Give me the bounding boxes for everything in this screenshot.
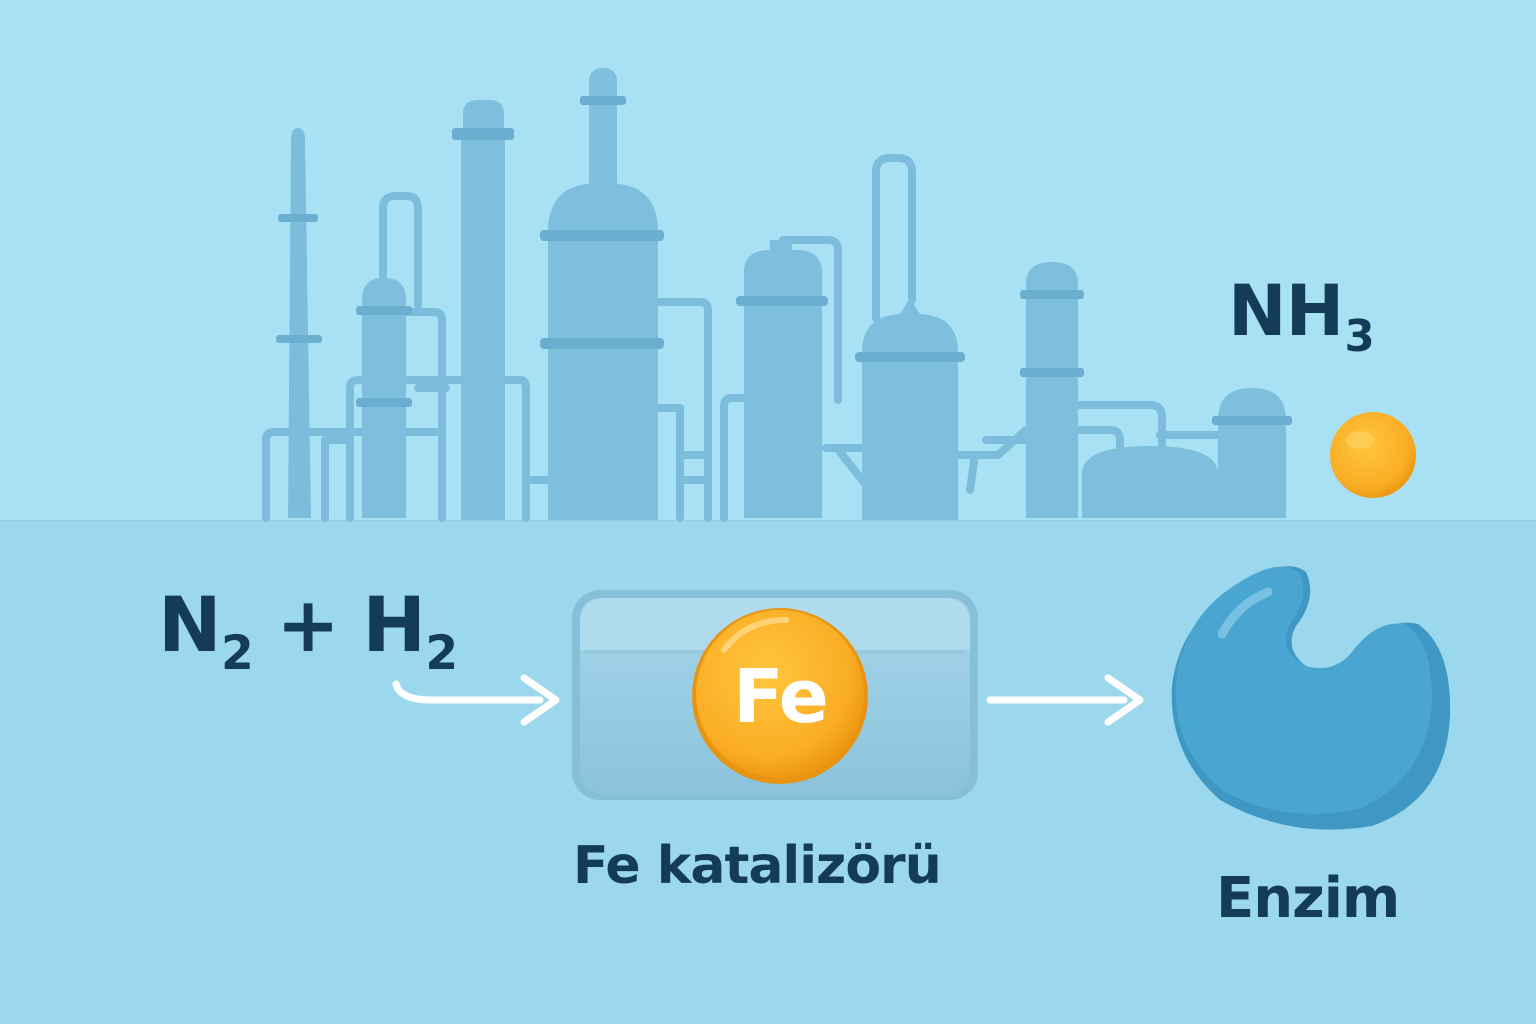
industrial-plant-icon [262, 68, 1292, 522]
enzyme-caption: Enzim [1216, 866, 1400, 931]
nitrogen-symbol: N [158, 580, 222, 669]
ammonia-subscript: 3 [1344, 312, 1374, 363]
nitrogen-subscript: 2 [221, 625, 254, 681]
ammonia-molecule-icon [1330, 412, 1416, 498]
iron-atom-icon [692, 608, 868, 784]
flow-arrow-icon [986, 674, 1144, 726]
hydrogen-symbol: H [362, 580, 426, 669]
enzyme-shape-icon [1171, 566, 1451, 830]
hydrogen-subscript: 2 [425, 625, 458, 681]
reactants-formula: N2 + H2 [158, 580, 458, 681]
product-formula: NH3 [1228, 270, 1375, 363]
plus-sign: + [251, 580, 363, 669]
flow-arrow-icon [392, 674, 560, 726]
iron-symbol-label: Fe [733, 654, 829, 740]
ammonia-symbol: NH [1228, 270, 1344, 352]
catalyst-caption: Fe katalizörü [573, 836, 942, 896]
